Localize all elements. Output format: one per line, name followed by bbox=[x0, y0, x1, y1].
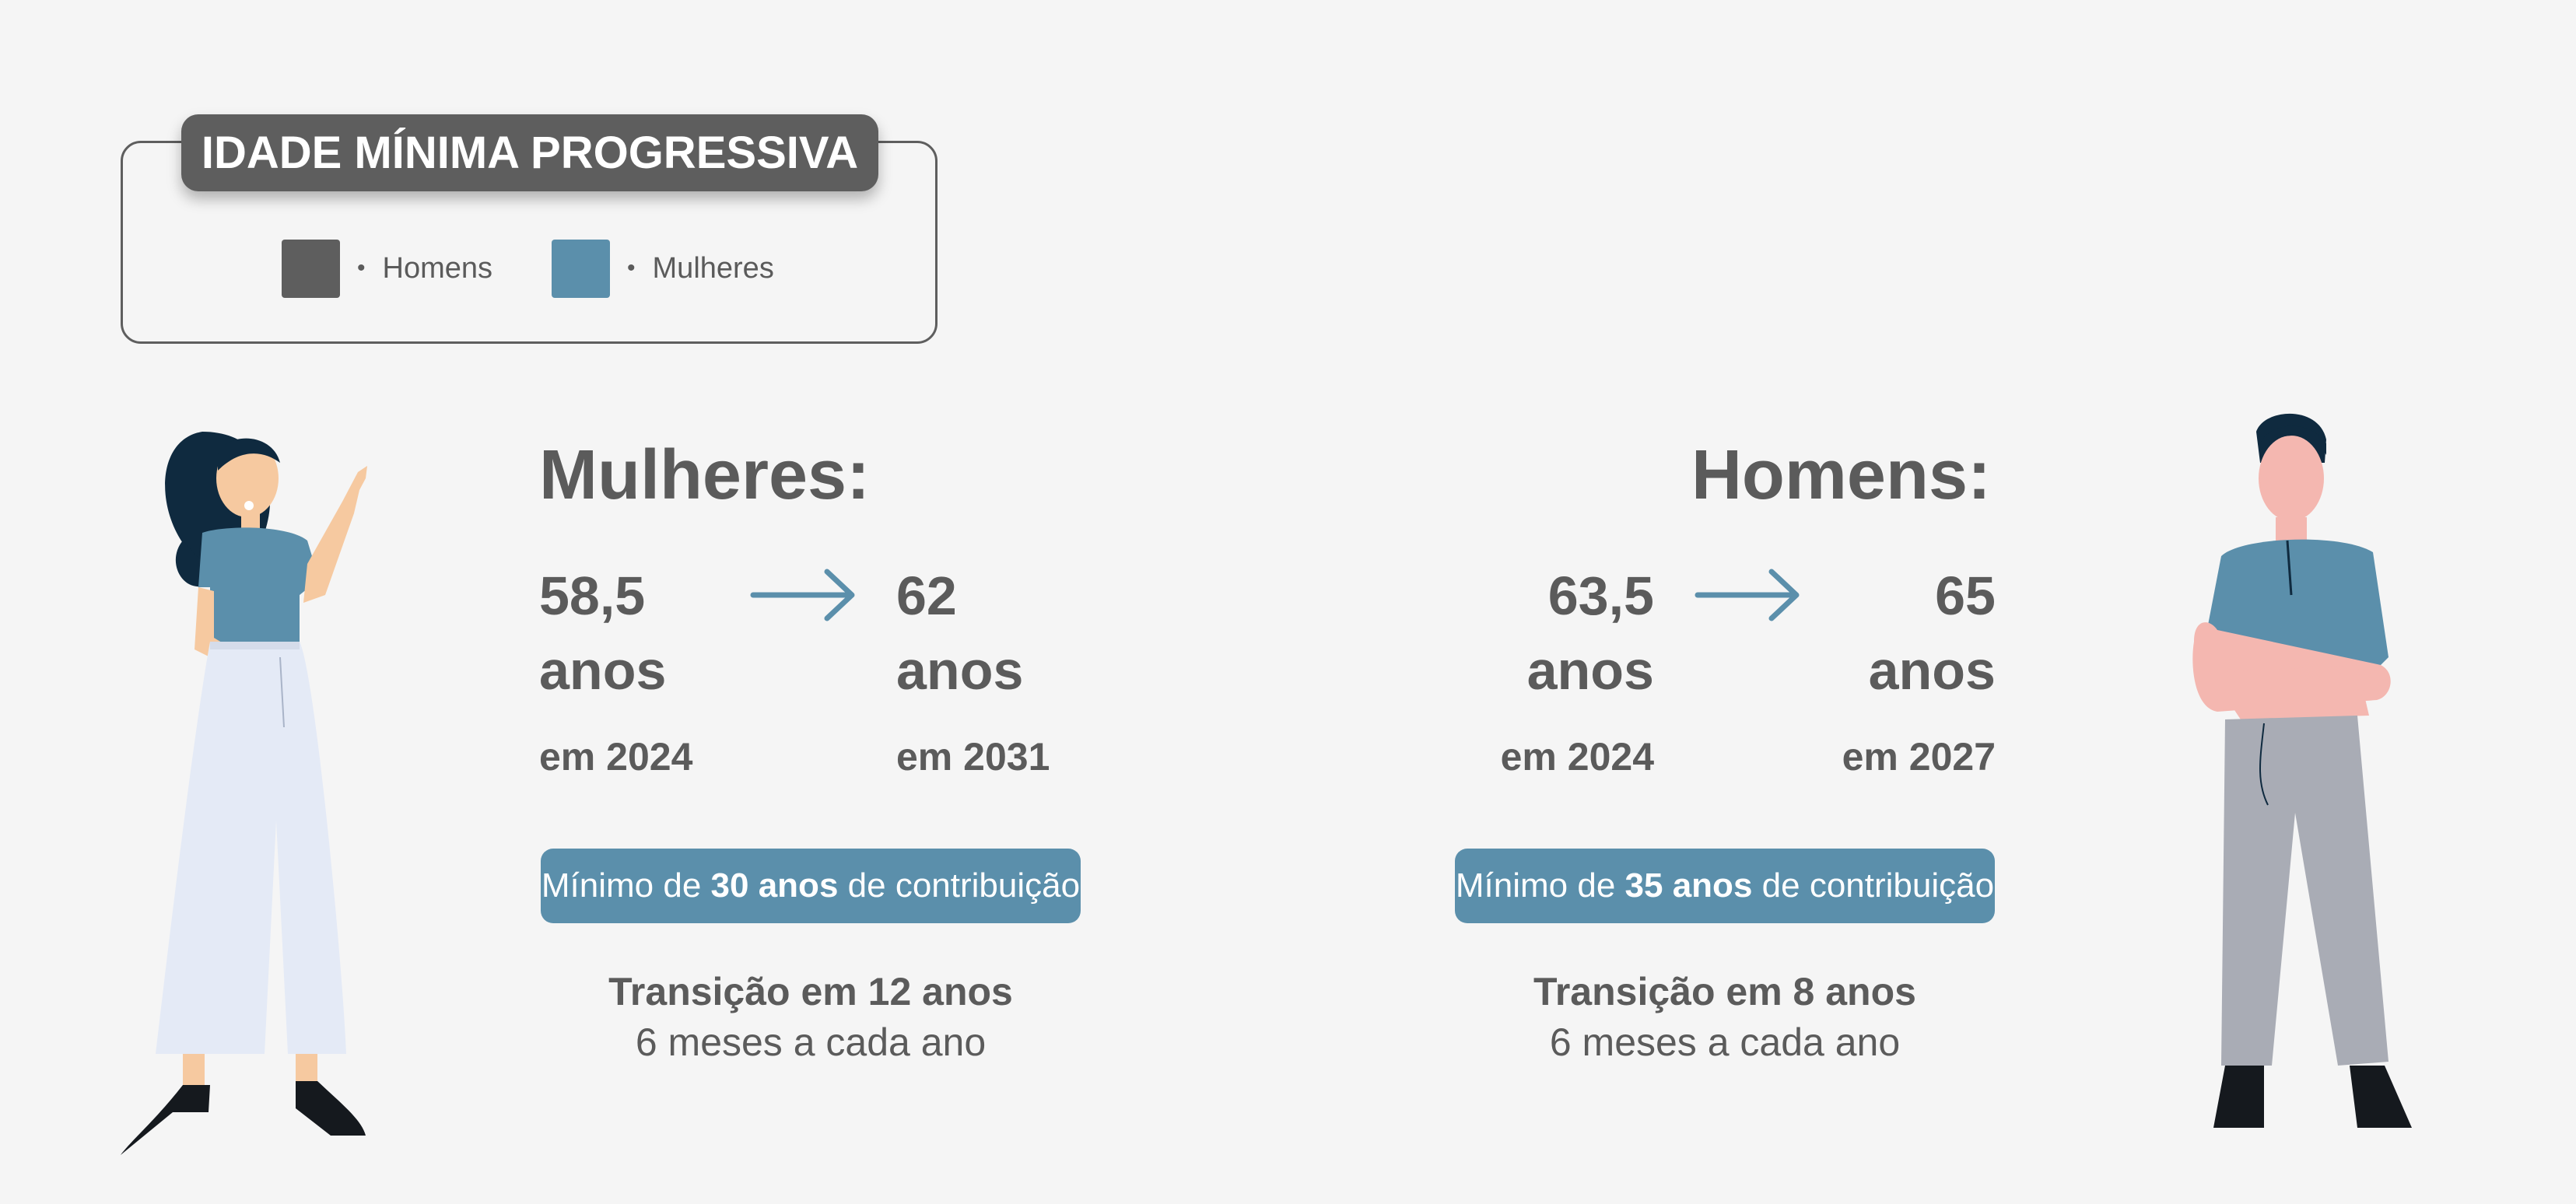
men-contribution-badge: Mínimo de 35 anos de contribuição bbox=[1455, 849, 1995, 923]
women-to-unit: anos bbox=[896, 640, 1024, 701]
man-illustration bbox=[2192, 413, 2412, 1128]
woman-illustration bbox=[121, 432, 367, 1155]
women-contribution-badge: Mínimo de 30 anos de contribuição bbox=[541, 849, 1081, 923]
bullet-icon: • bbox=[627, 255, 636, 281]
page-title: IDADE MÍNIMA PROGRESSIVA bbox=[181, 114, 878, 191]
men-arrow-icon bbox=[1695, 569, 1800, 621]
women-transition-sub: 6 meses a cada ano bbox=[635, 1020, 987, 1064]
contribution-suffix: de contribuição bbox=[838, 866, 1081, 905]
legend-swatch-mulheres bbox=[552, 239, 611, 298]
contribution-years: 30 anos bbox=[710, 866, 839, 905]
men-to-unit: anos bbox=[1868, 640, 1996, 701]
men-heading: Homens: bbox=[1691, 436, 1991, 514]
women-heading: Mulheres: bbox=[539, 436, 871, 514]
women-to-year: em 2031 bbox=[896, 735, 1050, 779]
men-transition-sub: 6 meses a cada ano bbox=[1549, 1020, 1901, 1064]
women-arrow-icon bbox=[750, 569, 855, 621]
legend-label-homens: Homens bbox=[382, 251, 493, 285]
women-to-value: 62 bbox=[896, 565, 957, 626]
men-from-value: 63,5 bbox=[1547, 565, 1654, 626]
legend: • Homens • Mulheres bbox=[282, 238, 774, 299]
men-from-year: em 2024 bbox=[1500, 735, 1654, 779]
contribution-years: 35 anos bbox=[1624, 866, 1753, 905]
men-to-value: 65 bbox=[1935, 565, 1996, 626]
men-from-unit: anos bbox=[1526, 640, 1654, 701]
women-transition-title: Transição em 12 anos bbox=[608, 970, 1013, 1013]
women-from-value: 58,5 bbox=[539, 565, 646, 626]
contribution-prefix: Mínimo de bbox=[1455, 866, 1625, 905]
bullet-icon: • bbox=[357, 255, 366, 281]
contribution-suffix: de contribuição bbox=[1752, 866, 1995, 905]
contribution-prefix: Mínimo de bbox=[541, 866, 711, 905]
women-from-year: em 2024 bbox=[539, 735, 693, 779]
legend-label-mulheres: Mulheres bbox=[652, 251, 774, 285]
men-transition-title: Transição em 8 anos bbox=[1533, 970, 1916, 1013]
legend-swatch-homens bbox=[282, 239, 340, 298]
men-to-year: em 2027 bbox=[1842, 735, 1996, 779]
women-from-unit: anos bbox=[539, 640, 667, 701]
